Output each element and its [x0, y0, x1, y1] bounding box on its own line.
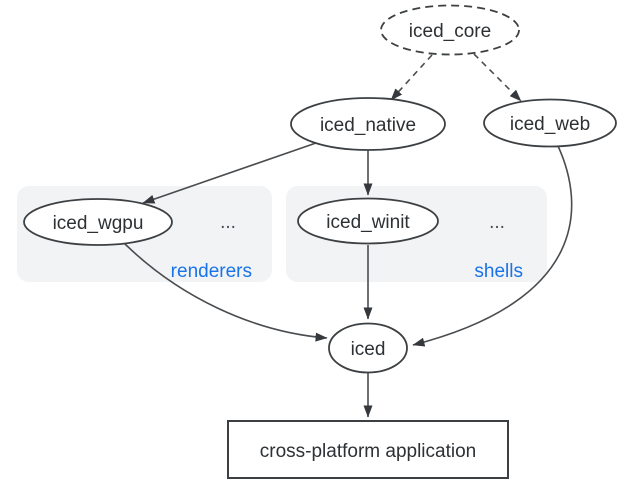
node-iced: iced: [328, 322, 408, 374]
node-iced-web-label: iced_web: [510, 114, 590, 135]
edge-iced_wgpu-to-iced: [123, 242, 328, 342]
node-iced-core: iced_core: [380, 4, 520, 56]
node-iced-wgpu-shape: [23, 198, 173, 246]
group-renderers-ellipsis: ...: [220, 212, 236, 233]
node-iced-shape: [328, 322, 408, 374]
node-application-shape: [227, 420, 509, 479]
node-application: cross-platform application: [227, 420, 509, 479]
edge-iced_web-to-iced: [412, 145, 573, 347]
node-iced-core-label: iced_core: [409, 21, 491, 42]
node-iced-native: iced_native: [290, 97, 446, 151]
node-iced-winit-label: iced_winit: [326, 212, 410, 233]
group-shells-label: shells: [474, 261, 523, 282]
group-renderers-label: renderers: [171, 261, 252, 282]
node-iced-web-shape: [483, 98, 617, 148]
node-iced-wgpu-label: iced_wgpu: [53, 213, 144, 234]
node-iced-core-shape: [380, 4, 520, 56]
node-iced-web: iced_web: [483, 98, 617, 148]
node-iced-wgpu: iced_wgpu: [23, 198, 173, 246]
node-iced-label: iced: [351, 339, 386, 360]
node-iced-native-label: iced_native: [320, 115, 416, 136]
node-iced-winit-shape: [297, 197, 439, 245]
group-shells-ellipsis: ...: [489, 212, 505, 233]
node-application-label: cross-platform application: [260, 441, 476, 462]
edge-iced_core-to-iced_native: [390, 54, 433, 101]
node-iced-native-shape: [290, 97, 446, 151]
node-iced-winit: iced_winit: [297, 197, 439, 245]
edge-iced_core-to-iced_web: [473, 53, 522, 102]
edge-iced_native-to-iced_wgpu: [142, 142, 317, 204]
